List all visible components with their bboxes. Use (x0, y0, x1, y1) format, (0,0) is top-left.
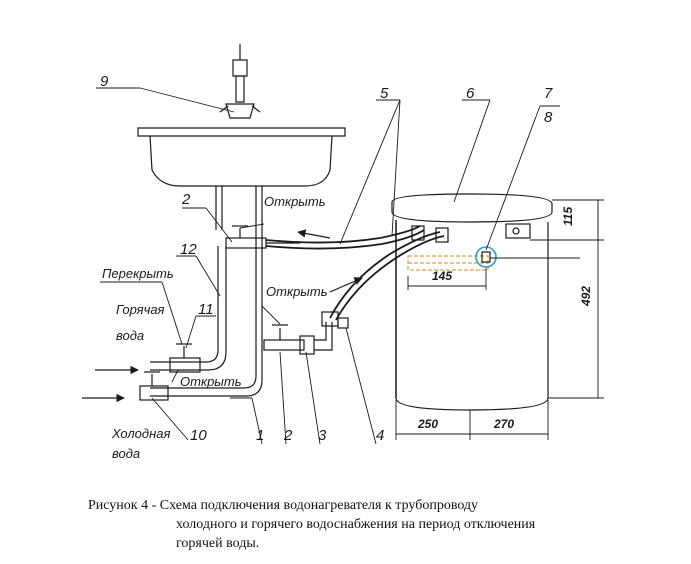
pipe-1 (150, 362, 263, 397)
dim-270: 270 (493, 417, 514, 431)
callout-1: 1 (256, 427, 264, 444)
callout-8: 8 (544, 109, 553, 126)
label-cold-water-1: Холодная (111, 426, 170, 441)
sink (137, 127, 346, 187)
callout-9: 9 (100, 73, 109, 90)
caption-line-3: горячей воды. (176, 536, 260, 551)
dim-492: 492 (579, 286, 593, 307)
valve-upper (225, 225, 300, 249)
faucet (219, 44, 261, 119)
callout-7: 7 (544, 85, 553, 102)
callout-11: 11 (198, 301, 214, 318)
water-heater-connection-diagram: 9 2 12 11 5 6 7 8 1 2 3 4 10 Перекрыть О… (82, 44, 604, 461)
labels: 9 2 12 11 5 6 7 8 1 2 3 4 10 Перекрыть О… (100, 73, 593, 461)
thermostat-highlight (475, 246, 497, 268)
label-close: Перекрыть (102, 266, 174, 281)
heater-inlets (411, 225, 449, 243)
callout-5: 5 (380, 85, 389, 102)
callout-4: 4 (376, 427, 384, 444)
leader-lines (96, 87, 560, 445)
label-cold-water-2: вода (112, 446, 140, 461)
flow-arrow-in (329, 277, 363, 293)
label-open-bottom: Открыть (180, 374, 242, 389)
callout-12: 12 (180, 241, 197, 258)
label-hot-water-1: Горячая (116, 302, 165, 317)
check-valve-4 (321, 311, 349, 329)
valve-middle (263, 322, 333, 355)
callout-2-top: 2 (181, 191, 191, 208)
caption-line-1: Рисунок 4 - Схема подключения водонагрев… (88, 498, 479, 513)
flow-arrow-out (297, 229, 331, 239)
callout-6: 6 (466, 85, 475, 102)
caption-line-2: холодного и горячего водоснабжения на пе… (176, 517, 536, 532)
pipe-vertical-right (255, 186, 263, 362)
label-open-mid: Открыть (266, 284, 328, 299)
dim-145: 145 (432, 269, 452, 283)
flex-hose-lower (329, 231, 445, 321)
label-hot-water-2: вода (116, 328, 144, 343)
flex-hose-upper (265, 225, 425, 250)
valve-11 (169, 343, 201, 373)
callout-2-bottom: 2 (283, 427, 293, 444)
pipe-12 (150, 246, 227, 371)
dim-115: 115 (561, 207, 575, 226)
label-open-top: Открыть (264, 194, 326, 209)
pipe-hot-riser (215, 186, 223, 230)
callout-10: 10 (190, 427, 207, 444)
dim-250: 250 (417, 417, 438, 431)
callout-3: 3 (318, 427, 327, 444)
heating-element (407, 255, 489, 271)
dimension-lines (395, 199, 604, 440)
figure-caption: Рисунок 4 - Схема подключения водонагрев… (88, 496, 668, 553)
